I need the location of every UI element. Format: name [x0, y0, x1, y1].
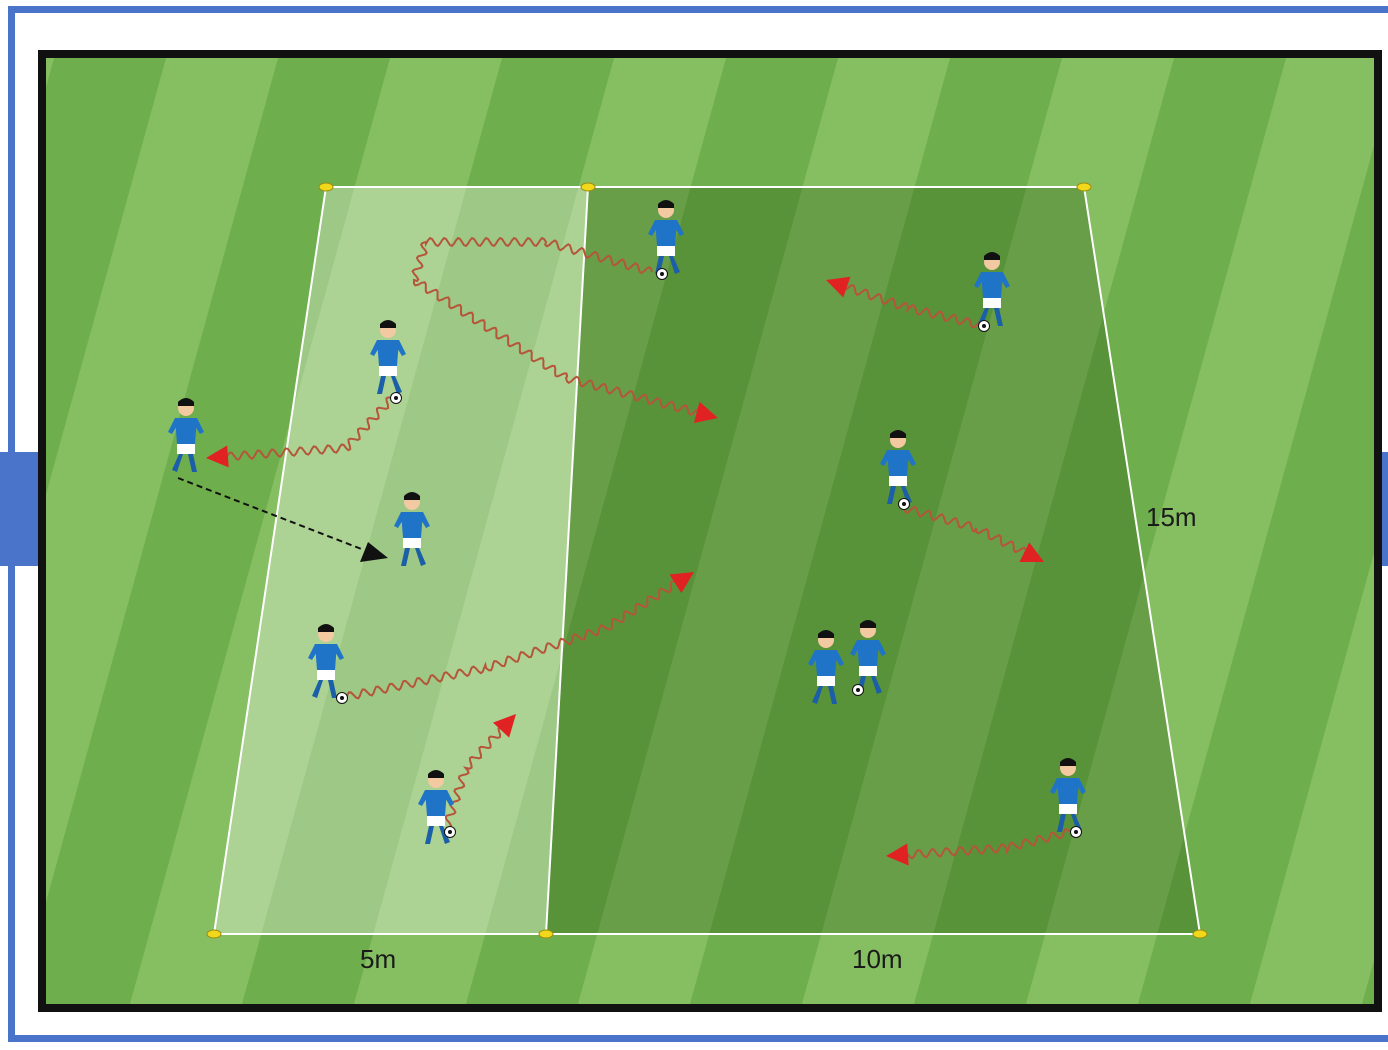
dribble-arrow-icon — [206, 396, 393, 468]
dimension-label-10m: 10m — [852, 944, 903, 974]
cone-icon — [206, 929, 222, 939]
ball-icon — [336, 692, 348, 704]
right-frame-tab — [1380, 452, 1388, 566]
zone-5m — [214, 187, 588, 934]
ball-icon — [656, 268, 668, 280]
ball-icon — [852, 684, 864, 696]
dimension-label-5m: 5m — [360, 944, 397, 974]
dribble-arrow-icon — [411, 236, 718, 424]
cones — [206, 182, 1208, 939]
cone-icon — [318, 182, 334, 192]
pass-arrow-icon — [177, 477, 388, 562]
dimension-label-15m: 15m — [1146, 502, 1197, 532]
ball-icon — [1070, 826, 1082, 838]
grass-stripe — [130, 58, 502, 1004]
left-frame-tab — [0, 452, 40, 566]
cone-icon — [1076, 182, 1092, 192]
cone-icon — [538, 929, 554, 939]
ball-icon — [444, 826, 456, 838]
ball-icon — [390, 392, 402, 404]
grass-stripe — [1026, 58, 1374, 1004]
zone-10m — [546, 187, 1200, 934]
ball-icon — [898, 498, 910, 510]
grass-stripe — [354, 58, 726, 1004]
dribble-arrow-icon — [903, 505, 1044, 562]
training-pitch — [46, 58, 1374, 1004]
dribble-arrow-icon — [886, 828, 1071, 866]
cone-icon — [1192, 929, 1208, 939]
dribble-arrow-icon — [826, 276, 985, 329]
dribble-arrow-icon — [444, 714, 516, 829]
ball-icon — [978, 320, 990, 332]
grass-stripe — [46, 58, 278, 903]
cone-icon — [580, 182, 596, 192]
dribble-arrow-icon — [339, 572, 694, 703]
dribble-paths — [206, 236, 1071, 866]
grass-stripe — [1250, 552, 1374, 1004]
